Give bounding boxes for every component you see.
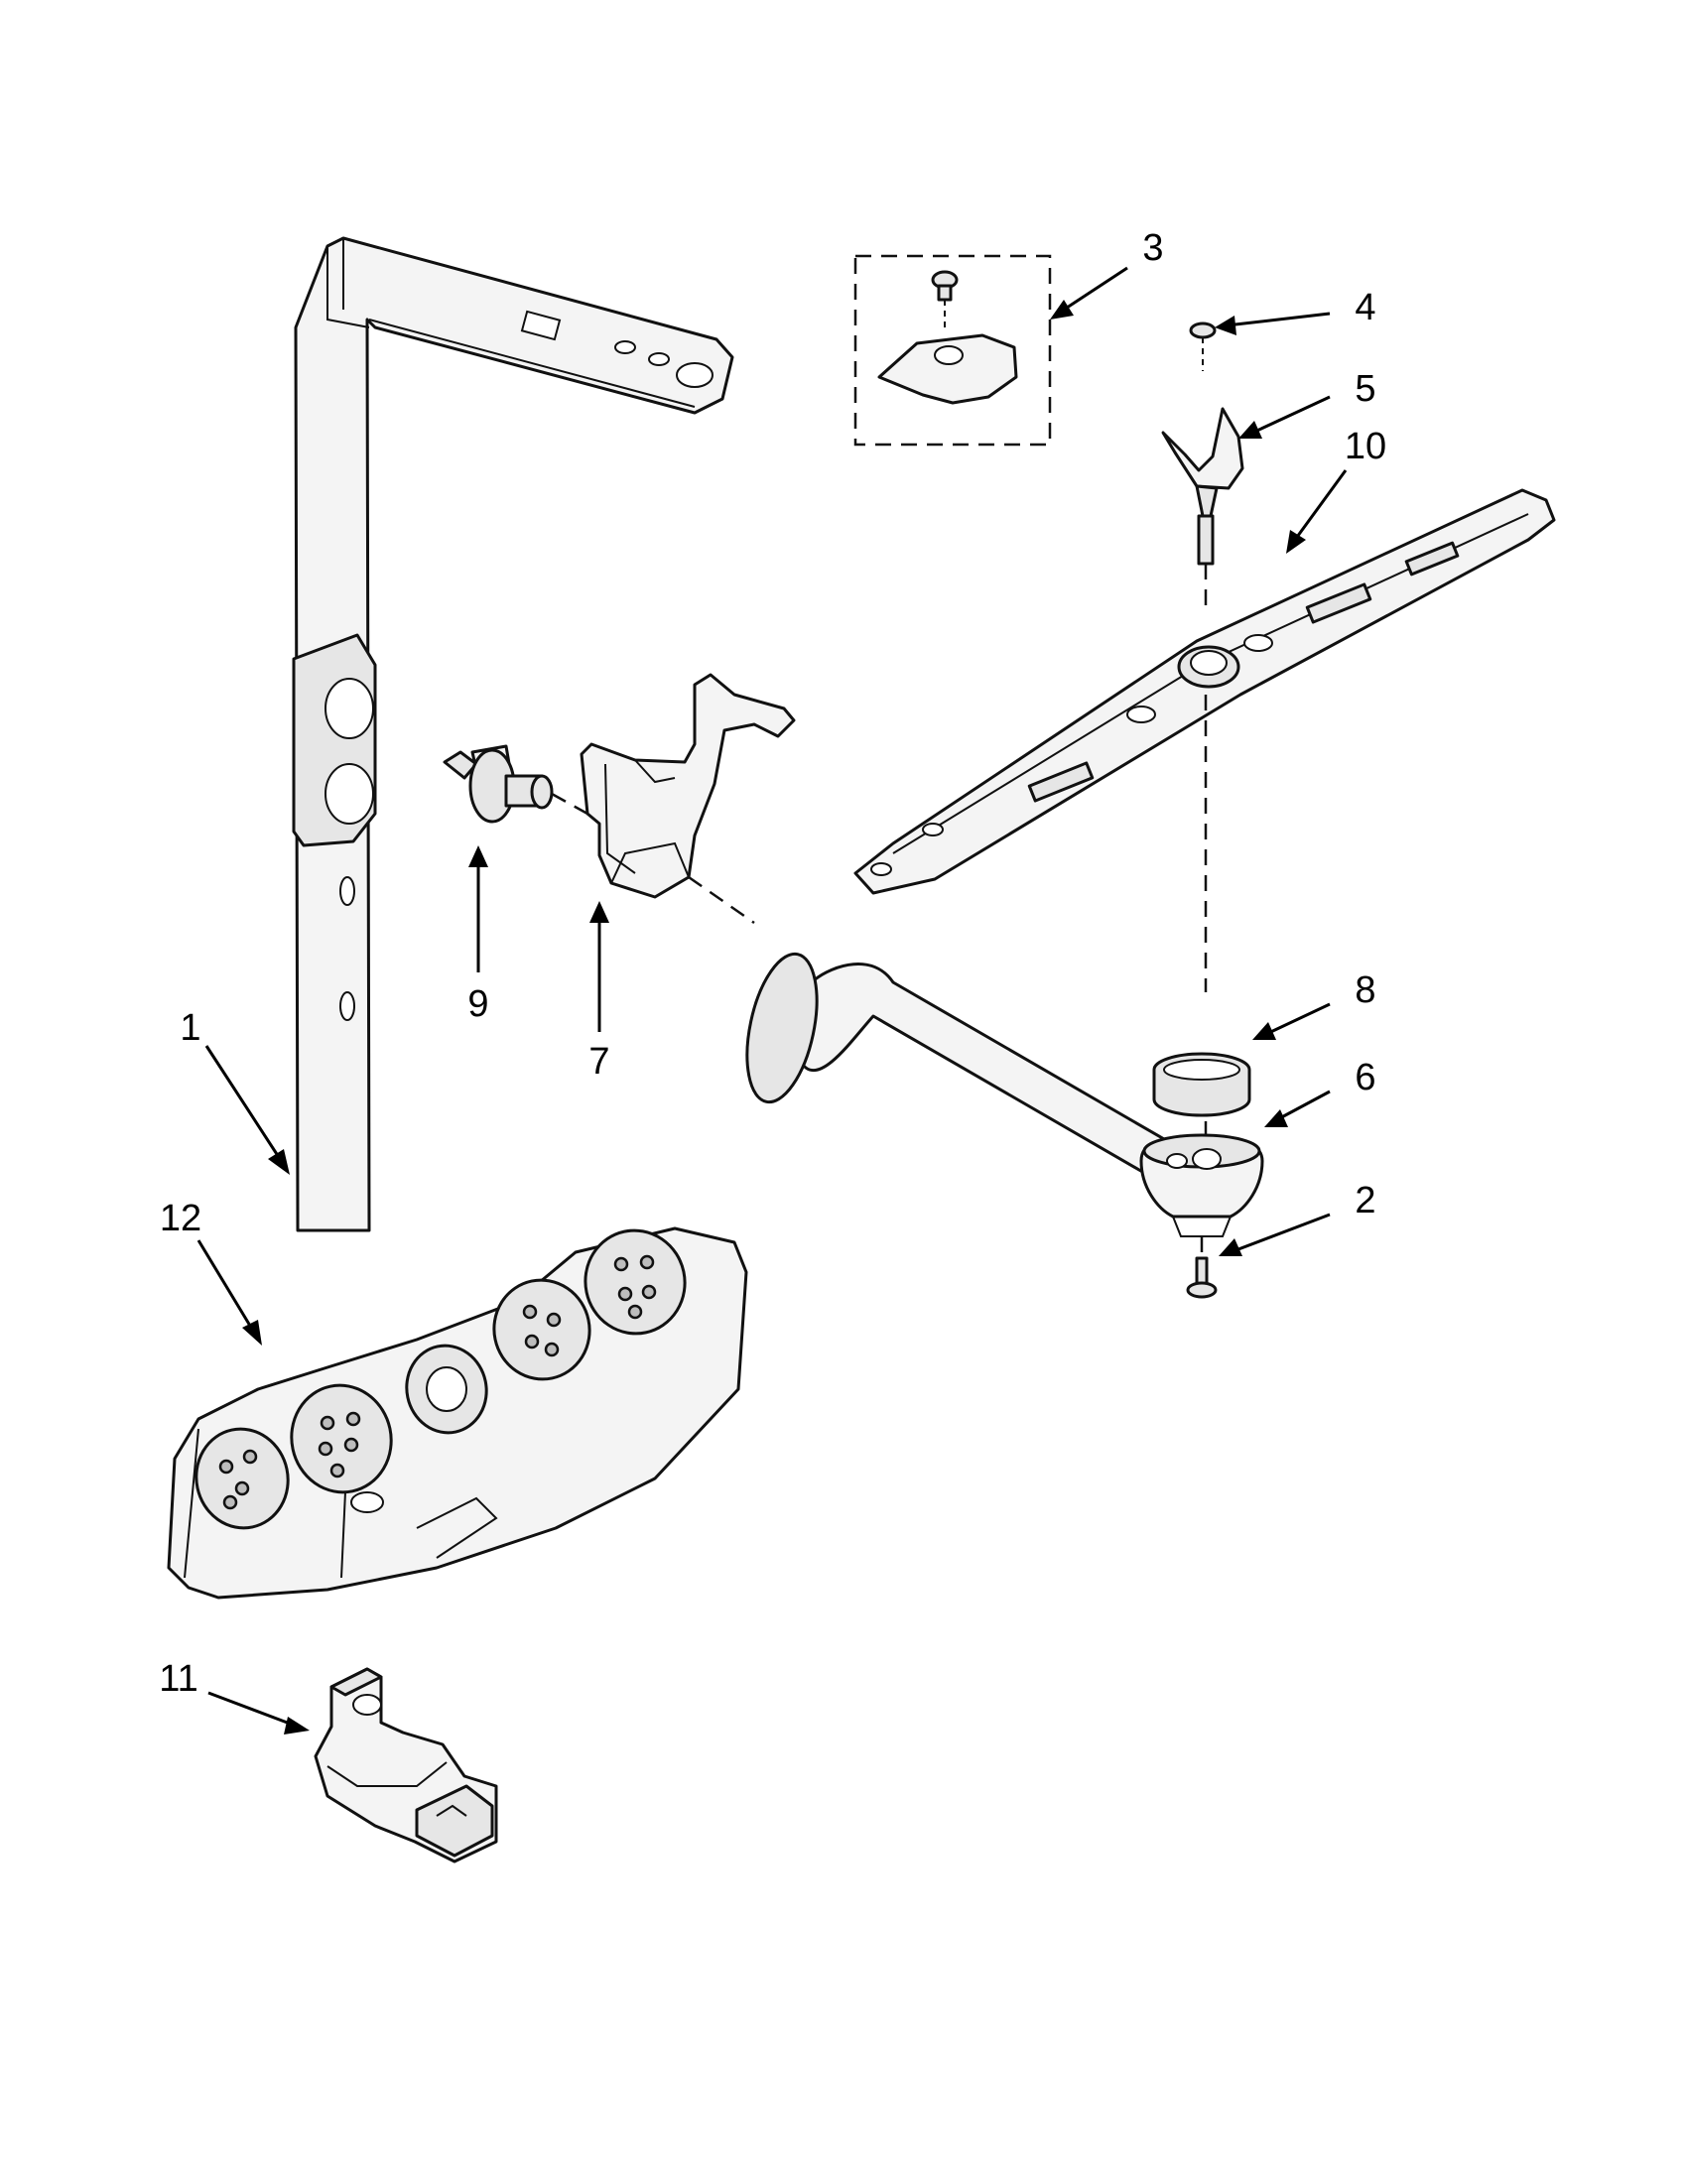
callout-9: 9 bbox=[467, 983, 488, 1025]
leader-10 bbox=[1290, 469, 1348, 545]
leader-8 bbox=[1261, 1002, 1331, 1038]
leader-5 bbox=[1247, 395, 1331, 437]
part-5-hub-clip bbox=[1161, 407, 1244, 605]
part-12-wash-module bbox=[167, 1226, 748, 1600]
callout-3: 3 bbox=[1142, 227, 1163, 269]
arrowhead-3 bbox=[1050, 300, 1074, 320]
part-8-seal-ring bbox=[1152, 1052, 1251, 1141]
callout-12: 12 bbox=[160, 1198, 201, 1239]
callout-4: 4 bbox=[1355, 287, 1375, 328]
leader-6 bbox=[1273, 1090, 1331, 1123]
callout-5: 5 bbox=[1355, 368, 1375, 410]
part-4-screw bbox=[1189, 321, 1217, 371]
part-1-supply-tube bbox=[292, 236, 734, 1232]
arrowhead-7 bbox=[589, 901, 609, 923]
leader-12 bbox=[196, 1239, 258, 1337]
arrowhead-5 bbox=[1238, 421, 1262, 439]
part-7-bracket bbox=[580, 673, 796, 925]
leader-1 bbox=[204, 1045, 286, 1166]
part-2-screw bbox=[1186, 1236, 1218, 1299]
leader-2 bbox=[1230, 1213, 1331, 1254]
arrowhead-10 bbox=[1286, 530, 1306, 554]
leader-4 bbox=[1226, 312, 1331, 327]
callout-6: 6 bbox=[1355, 1057, 1375, 1098]
arrowhead-4 bbox=[1215, 316, 1236, 335]
arrowhead-2 bbox=[1219, 1238, 1242, 1256]
leader-3 bbox=[1057, 266, 1128, 316]
callout-2: 2 bbox=[1355, 1180, 1375, 1221]
nozzle-dots bbox=[218, 1254, 657, 1510]
arrowhead-11 bbox=[284, 1717, 310, 1734]
arrowhead-1 bbox=[268, 1149, 290, 1175]
callout-8: 8 bbox=[1355, 969, 1375, 1011]
callout-10: 10 bbox=[1345, 426, 1386, 467]
arrowhead-9 bbox=[468, 845, 488, 867]
part-11-connector bbox=[314, 1667, 498, 1863]
callout-11: 11 bbox=[159, 1658, 197, 1700]
arrowhead-12 bbox=[242, 1320, 262, 1346]
callout-1: 1 bbox=[180, 1007, 200, 1049]
leader-11 bbox=[207, 1691, 299, 1729]
part-10-spray-arm bbox=[853, 488, 1556, 992]
part-3-nut-assembly bbox=[853, 254, 1052, 447]
leader-lines bbox=[196, 266, 1348, 1734]
arrowhead-6 bbox=[1264, 1109, 1288, 1127]
callout-labels: 1 2 3 4 5 6 7 8 9 10 11 12 bbox=[159, 227, 1386, 1700]
callout-7: 7 bbox=[588, 1041, 609, 1083]
arrowhead-8 bbox=[1252, 1022, 1276, 1040]
part-6-hub-and-tube bbox=[745, 952, 1264, 1237]
part-9-valve bbox=[443, 744, 606, 826]
